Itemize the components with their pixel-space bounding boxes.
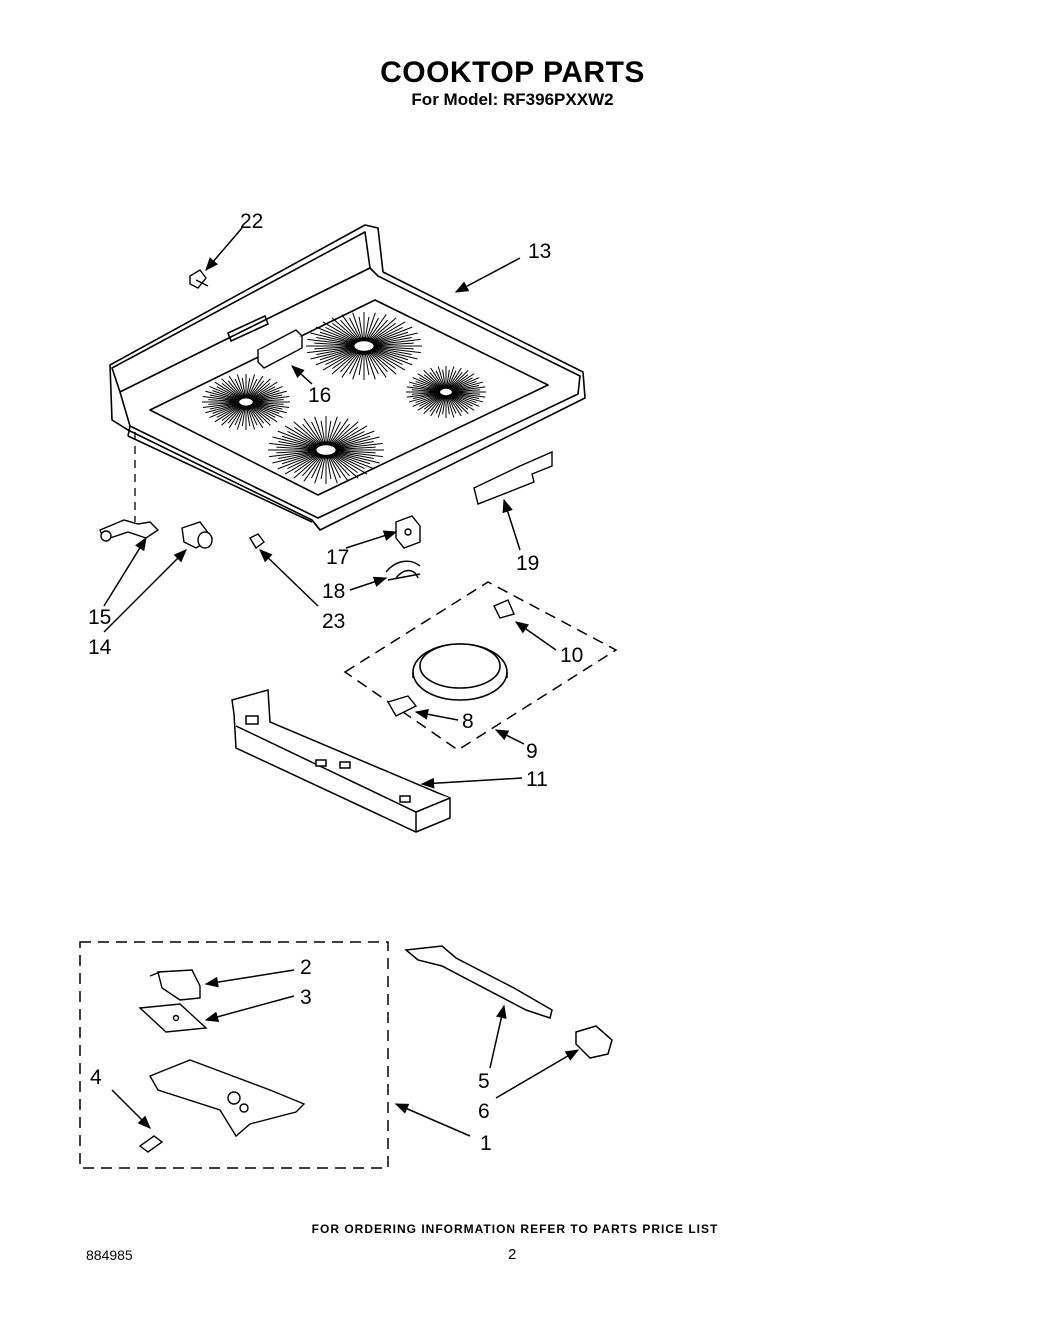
leader-lines <box>103 227 580 1137</box>
heat-shield-part <box>473 450 553 505</box>
small-insulator-part <box>138 1135 164 1153</box>
thermostat-part <box>149 969 201 1001</box>
clip-part <box>189 269 209 289</box>
callout-8: 8 <box>462 710 474 733</box>
small-clip-part <box>249 533 265 550</box>
bracket-clip-part <box>493 599 515 619</box>
control-bracket-part <box>148 1059 306 1138</box>
mounting-bracket-part <box>404 945 553 1019</box>
callout-11: 11 <box>526 768 548 791</box>
callout-4: 4 <box>90 1066 102 1089</box>
indicator-lens-part <box>256 329 304 369</box>
document-number: 884985 <box>86 1247 133 1263</box>
callout-16: 16 <box>308 384 331 407</box>
callout-9: 9 <box>526 740 538 763</box>
terminal-block-part <box>99 519 160 542</box>
insulator-part <box>138 1003 208 1033</box>
burner-front-center <box>268 416 384 484</box>
callout-13: 13 <box>528 240 551 263</box>
page-number: 2 <box>508 1246 517 1263</box>
callout-23: 23 <box>322 610 345 633</box>
callout-19: 19 <box>516 552 539 575</box>
burner-front-left <box>202 374 290 430</box>
wire-harness-part <box>385 560 421 581</box>
callout-1: 1 <box>480 1132 492 1155</box>
callout-15: 15 <box>88 606 111 629</box>
callout-18: 18 <box>322 580 345 603</box>
support-rail-part <box>231 689 451 833</box>
callout-6: 6 <box>478 1100 490 1123</box>
terminal-connector-part <box>386 695 418 717</box>
callout-22: 22 <box>240 210 263 233</box>
callout-5: 5 <box>478 1070 490 1093</box>
callout-17: 17 <box>326 546 349 569</box>
callout-3: 3 <box>300 986 312 1009</box>
grommet-part <box>181 521 214 549</box>
callout-2: 2 <box>300 956 312 979</box>
switch-part <box>395 515 421 549</box>
ordering-note: FOR ORDERING INFORMATION REFER TO PARTS … <box>311 1222 719 1236</box>
callout-numbers: 22 13 16 17 18 19 15 14 23 10 8 9 11 2 3… <box>88 210 583 1155</box>
callout-14: 14 <box>88 636 112 659</box>
burner-front-right <box>406 366 486 418</box>
surface-element-part <box>412 643 508 701</box>
callout-10: 10 <box>560 644 583 667</box>
burner-rear-right <box>306 312 422 380</box>
element-group-outline <box>343 581 618 751</box>
page-title: COOKTOP PARTS <box>380 56 645 89</box>
block-part <box>575 1025 613 1059</box>
model-subtitle: For Model: RF396PXXW2 <box>411 90 614 109</box>
control-group-outline <box>79 941 389 1169</box>
